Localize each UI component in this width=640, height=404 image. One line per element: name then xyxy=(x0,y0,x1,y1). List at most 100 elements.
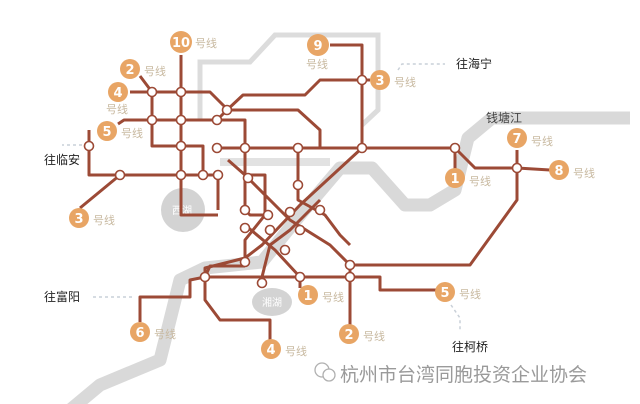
svg-text:号线: 号线 xyxy=(459,287,481,301)
station[interactable] xyxy=(175,86,187,98)
station[interactable] xyxy=(356,74,368,86)
district-outline xyxy=(197,32,381,127)
station[interactable] xyxy=(256,277,268,289)
station[interactable] xyxy=(175,169,187,181)
station[interactable] xyxy=(146,86,158,98)
svg-text:号线: 号线 xyxy=(394,75,416,89)
dest-keqiao: 往柯桥 xyxy=(452,339,488,354)
line-6 xyxy=(138,264,245,322)
badge-line-2-north[interactable]: 2 号线 xyxy=(120,59,166,79)
svg-text:9: 9 xyxy=(313,39,322,54)
svg-text:号线: 号线 xyxy=(469,174,491,188)
station[interactable] xyxy=(511,162,523,174)
svg-text:号线: 号线 xyxy=(306,57,328,71)
station[interactable] xyxy=(449,142,461,154)
svg-text:号线: 号线 xyxy=(121,126,143,140)
line-diagonal-4 xyxy=(258,198,322,286)
station[interactable] xyxy=(292,142,304,154)
badge-line-3-west[interactable]: 3 号线 xyxy=(69,208,115,228)
station[interactable] xyxy=(239,142,251,154)
station[interactable] xyxy=(294,271,306,283)
station[interactable] xyxy=(242,172,254,184)
xiang-lake xyxy=(252,288,292,316)
station[interactable] xyxy=(212,169,224,181)
line-4-south xyxy=(203,277,272,340)
station[interactable] xyxy=(199,271,211,283)
station[interactable] xyxy=(292,179,304,191)
badge-line-1-east[interactable]: 1 号线 xyxy=(445,168,491,188)
svg-text:1: 1 xyxy=(450,172,459,187)
svg-text:5: 5 xyxy=(440,286,449,301)
svg-text:1: 1 xyxy=(303,289,312,304)
svg-text:号线: 号线 xyxy=(322,290,344,304)
west-lake xyxy=(161,188,205,232)
station[interactable] xyxy=(175,114,187,126)
arrow-haining xyxy=(397,63,445,71)
line-4-north xyxy=(130,90,322,148)
xiang-lake-label: 湘湖 xyxy=(262,296,282,309)
badge-line-5-west[interactable]: 5 号线 xyxy=(97,121,143,141)
badge-line-5-south[interactable]: 5 号线 xyxy=(435,282,481,302)
svg-text:2: 2 xyxy=(125,63,134,78)
line-5-linan xyxy=(87,130,220,210)
station[interactable] xyxy=(239,222,251,234)
metro-lines xyxy=(79,43,551,340)
station[interactable] xyxy=(175,140,187,152)
badge-line-1-south[interactable]: 1 号线 xyxy=(298,285,344,305)
station[interactable] xyxy=(294,224,306,236)
station[interactable] xyxy=(344,271,356,283)
svg-text:号线: 号线 xyxy=(144,64,166,78)
station[interactable] xyxy=(356,142,368,154)
station[interactable] xyxy=(264,224,276,236)
station[interactable] xyxy=(83,140,95,152)
svg-text:4: 4 xyxy=(113,86,122,101)
badge-line-6[interactable]: 6 号线 xyxy=(130,322,176,342)
station[interactable] xyxy=(211,114,223,126)
svg-text:号线: 号线 xyxy=(195,36,217,50)
line-2-mid xyxy=(243,150,267,258)
svg-text:5: 5 xyxy=(102,125,111,140)
svg-text:6: 6 xyxy=(135,326,144,341)
badge-line-3-north[interactable]: 3 号线 xyxy=(370,70,416,90)
wechat-icon-bubble xyxy=(322,368,336,382)
station[interactable] xyxy=(146,114,158,126)
svg-text:8: 8 xyxy=(554,164,563,179)
svg-text:3: 3 xyxy=(375,74,384,89)
badge-line-9[interactable]: 9 号线 xyxy=(306,34,329,71)
svg-text:号线: 号线 xyxy=(93,213,115,227)
station[interactable] xyxy=(262,209,274,221)
dest-linan: 往临安 xyxy=(44,152,80,167)
badge-line-2-south[interactable]: 2 号线 xyxy=(339,324,385,344)
station[interactable] xyxy=(114,169,126,181)
line-3-north xyxy=(215,78,370,122)
svg-text:10: 10 xyxy=(172,36,190,51)
station[interactable] xyxy=(344,259,356,271)
svg-text:号线: 号线 xyxy=(363,329,385,343)
svg-text:3: 3 xyxy=(74,212,83,227)
badge-line-7[interactable]: 7 号线 xyxy=(507,128,553,148)
dest-haining: 往海宁 xyxy=(456,56,492,71)
line-9 xyxy=(330,43,364,148)
station[interactable] xyxy=(314,204,326,216)
station[interactable] xyxy=(239,256,251,268)
svg-text:2: 2 xyxy=(344,328,353,343)
badge-line-10[interactable]: 10 号线 xyxy=(170,31,217,53)
svg-text:号线: 号线 xyxy=(531,134,553,148)
station[interactable] xyxy=(284,206,296,218)
station[interactable] xyxy=(211,142,223,154)
line-diagonal-sw xyxy=(203,146,364,277)
svg-text:号线: 号线 xyxy=(154,327,176,341)
line-3-west xyxy=(79,173,121,210)
station[interactable] xyxy=(279,244,291,256)
badge-line-4-north[interactable]: 4号线 xyxy=(106,82,128,116)
station[interactable] xyxy=(221,104,233,116)
line-5-south xyxy=(205,275,438,292)
station[interactable] xyxy=(197,169,209,181)
station[interactable] xyxy=(239,204,251,216)
svg-text:7: 7 xyxy=(512,132,521,147)
